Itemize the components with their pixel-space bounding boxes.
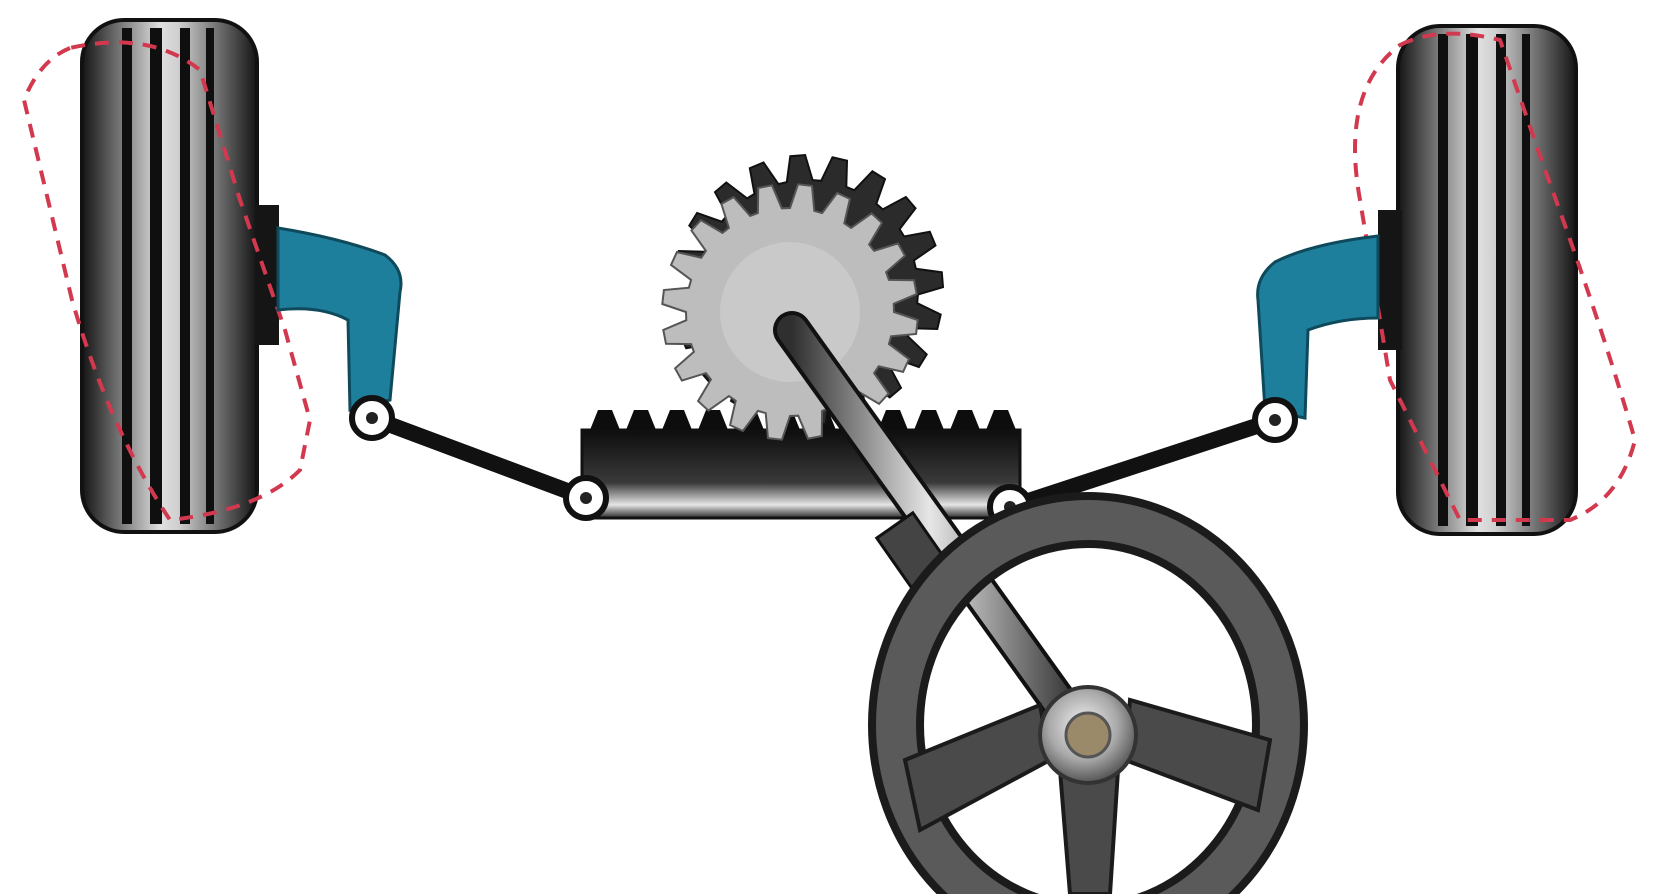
right-wheel	[1378, 26, 1576, 534]
left-wheel	[82, 20, 279, 532]
